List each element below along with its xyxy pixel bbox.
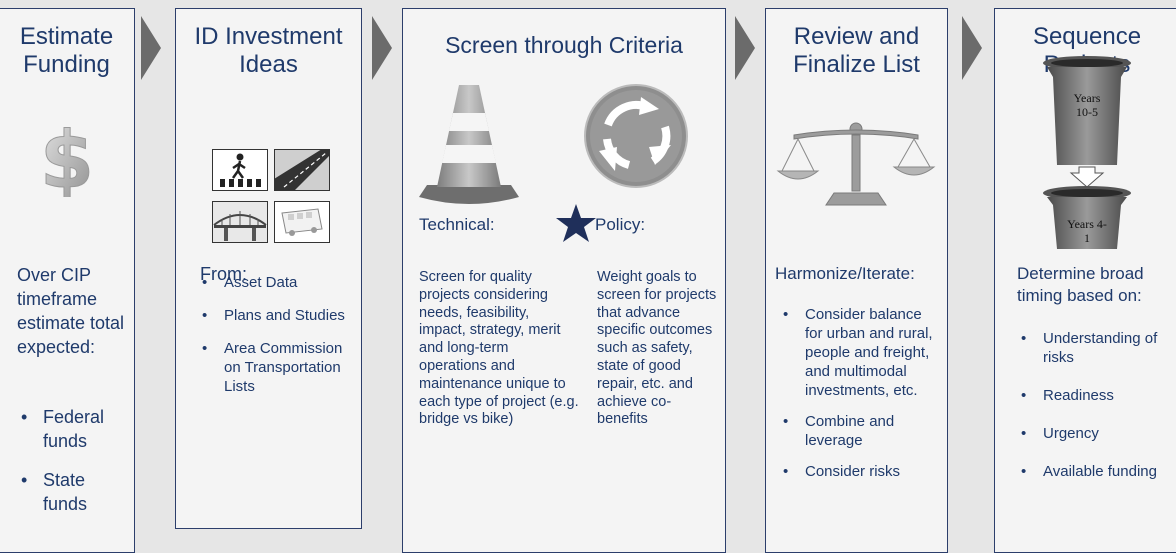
flow-arrow (372, 16, 392, 80)
transport-mode-icons (212, 149, 338, 245)
bucket-icon: Years 10-5 Years 4-1 (1041, 55, 1133, 251)
road-icon (274, 149, 330, 191)
list-item: •Area Commission on Transportation Lists (202, 340, 343, 395)
bullet-list: •Consider balance for urban and rural, p… (775, 305, 943, 481)
balance-scale-icon (776, 122, 936, 206)
bucket-bottom-label: Years 4-1 (1067, 217, 1107, 245)
list-item: •Readiness (1021, 387, 1114, 404)
list-item: •Consider risks (783, 463, 901, 480)
dollar-icon: $ (39, 117, 94, 197)
traffic-cone-icon (419, 85, 519, 204)
list-item: •Federal funds (21, 407, 105, 451)
star-icon (556, 204, 596, 242)
list-item: •Urgency (1021, 425, 1099, 442)
flow-arrow (141, 16, 161, 80)
step-title: ID Investment Ideas (194, 23, 343, 78)
policy-text: Weight goals to screen for projects that… (597, 269, 717, 428)
list-item: •Available funding (1021, 463, 1157, 480)
step-screen-through-criteria: Screen through Criteria Technical: Polic… (402, 8, 726, 553)
list-item: •Plans and Studies (202, 307, 345, 324)
step-sequence-projects: Sequence Projects Years 10-5 Years 4-1 D… (994, 8, 1176, 553)
step-intro: Determine broad timing based on: (1017, 264, 1144, 305)
list-item: •Asset Data (202, 274, 298, 291)
bullet-list: •Understanding of risks •Readiness •Urge… (1013, 329, 1176, 481)
bridge-icon (212, 201, 268, 243)
list-item: •Understanding of risks (1021, 330, 1158, 366)
flow-arrow (735, 16, 755, 80)
roundabout-icon (584, 84, 688, 188)
technical-text: Screen for quality projects considering … (419, 269, 579, 428)
bullet-list: •Asset Data •Plans and Studies •Area Com… (194, 273, 359, 396)
step-intro: Over CIP timeframe estimate total expect… (17, 265, 125, 357)
technical-label: Technical: (419, 215, 495, 234)
step-estimate-funding: Estimate Funding $ Over CIP timeframe es… (0, 8, 135, 553)
flow-arrow (962, 16, 982, 80)
step-title: Estimate Funding (19, 23, 114, 78)
step-title: Screen through Criteria (445, 32, 683, 58)
bucket-top-label: Years 10-5 (1073, 91, 1101, 119)
list-item: •Combine and leverage (783, 413, 895, 449)
step-intro: Harmonize/Iterate: (775, 264, 915, 283)
bus-icon (274, 201, 330, 243)
pedestrian-crossing-icon (212, 149, 268, 191)
step-review-finalize: Review and Finalize List Harmonize/Itera… (765, 8, 948, 553)
policy-label: Policy: (595, 215, 646, 234)
step-title: Review and Finalize List (793, 23, 920, 78)
list-item: •Consider balance for urban and rural, p… (783, 306, 933, 399)
step-intro: From: (200, 264, 247, 284)
svg-text:$: $ (40, 117, 94, 197)
list-item: •State funds (21, 470, 88, 514)
bullet-list: •Federal funds •State funds (13, 405, 131, 516)
step-id-investment-ideas: ID Investment Ideas From: (175, 8, 362, 529)
